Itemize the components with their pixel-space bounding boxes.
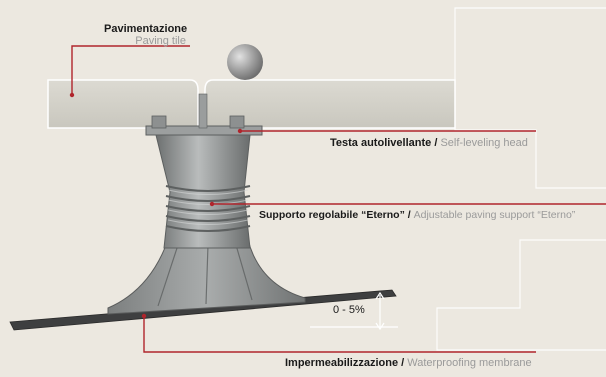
label-paving-en: Paving tile — [135, 35, 186, 47]
label-membrane-en: Waterproofing membrane — [407, 357, 532, 369]
label-membrane: Impermeabilizzazione / Waterproofing mem… — [285, 357, 532, 369]
label-paving: Pavimentazione Paving tile — [104, 23, 188, 47]
label-membrane-it: Impermeabilizzazione — [285, 357, 399, 369]
paving-tile-left — [47, 79, 199, 129]
paving-tile-right — [204, 79, 456, 129]
background-outlines — [436, 7, 606, 351]
label-support-en: Adjustable paving support “Eterno” — [413, 209, 576, 221]
label-support-it: Supporto regolabile “Eterno” — [259, 209, 405, 221]
label-support: Supporto regolabile “Eterno” / Adjustabl… — [259, 209, 576, 221]
label-paving-it: Pavimentazione — [104, 23, 188, 35]
slope-indicator — [310, 291, 398, 331]
label-head: Testa autolivellante / Self-leveling hea… — [330, 137, 528, 149]
label-slope: 0 - 5% — [333, 304, 365, 316]
ball-icon — [227, 44, 263, 80]
paving-tiles — [47, 79, 456, 129]
thread-rings — [165, 185, 251, 232]
base-ribs — [157, 244, 253, 307]
label-head-it: Testa autolivellante — [330, 137, 432, 149]
leader-dots — [69, 92, 243, 319]
leader-lines — [71, 45, 606, 353]
label-head-en: Self-leveling head — [440, 137, 528, 149]
